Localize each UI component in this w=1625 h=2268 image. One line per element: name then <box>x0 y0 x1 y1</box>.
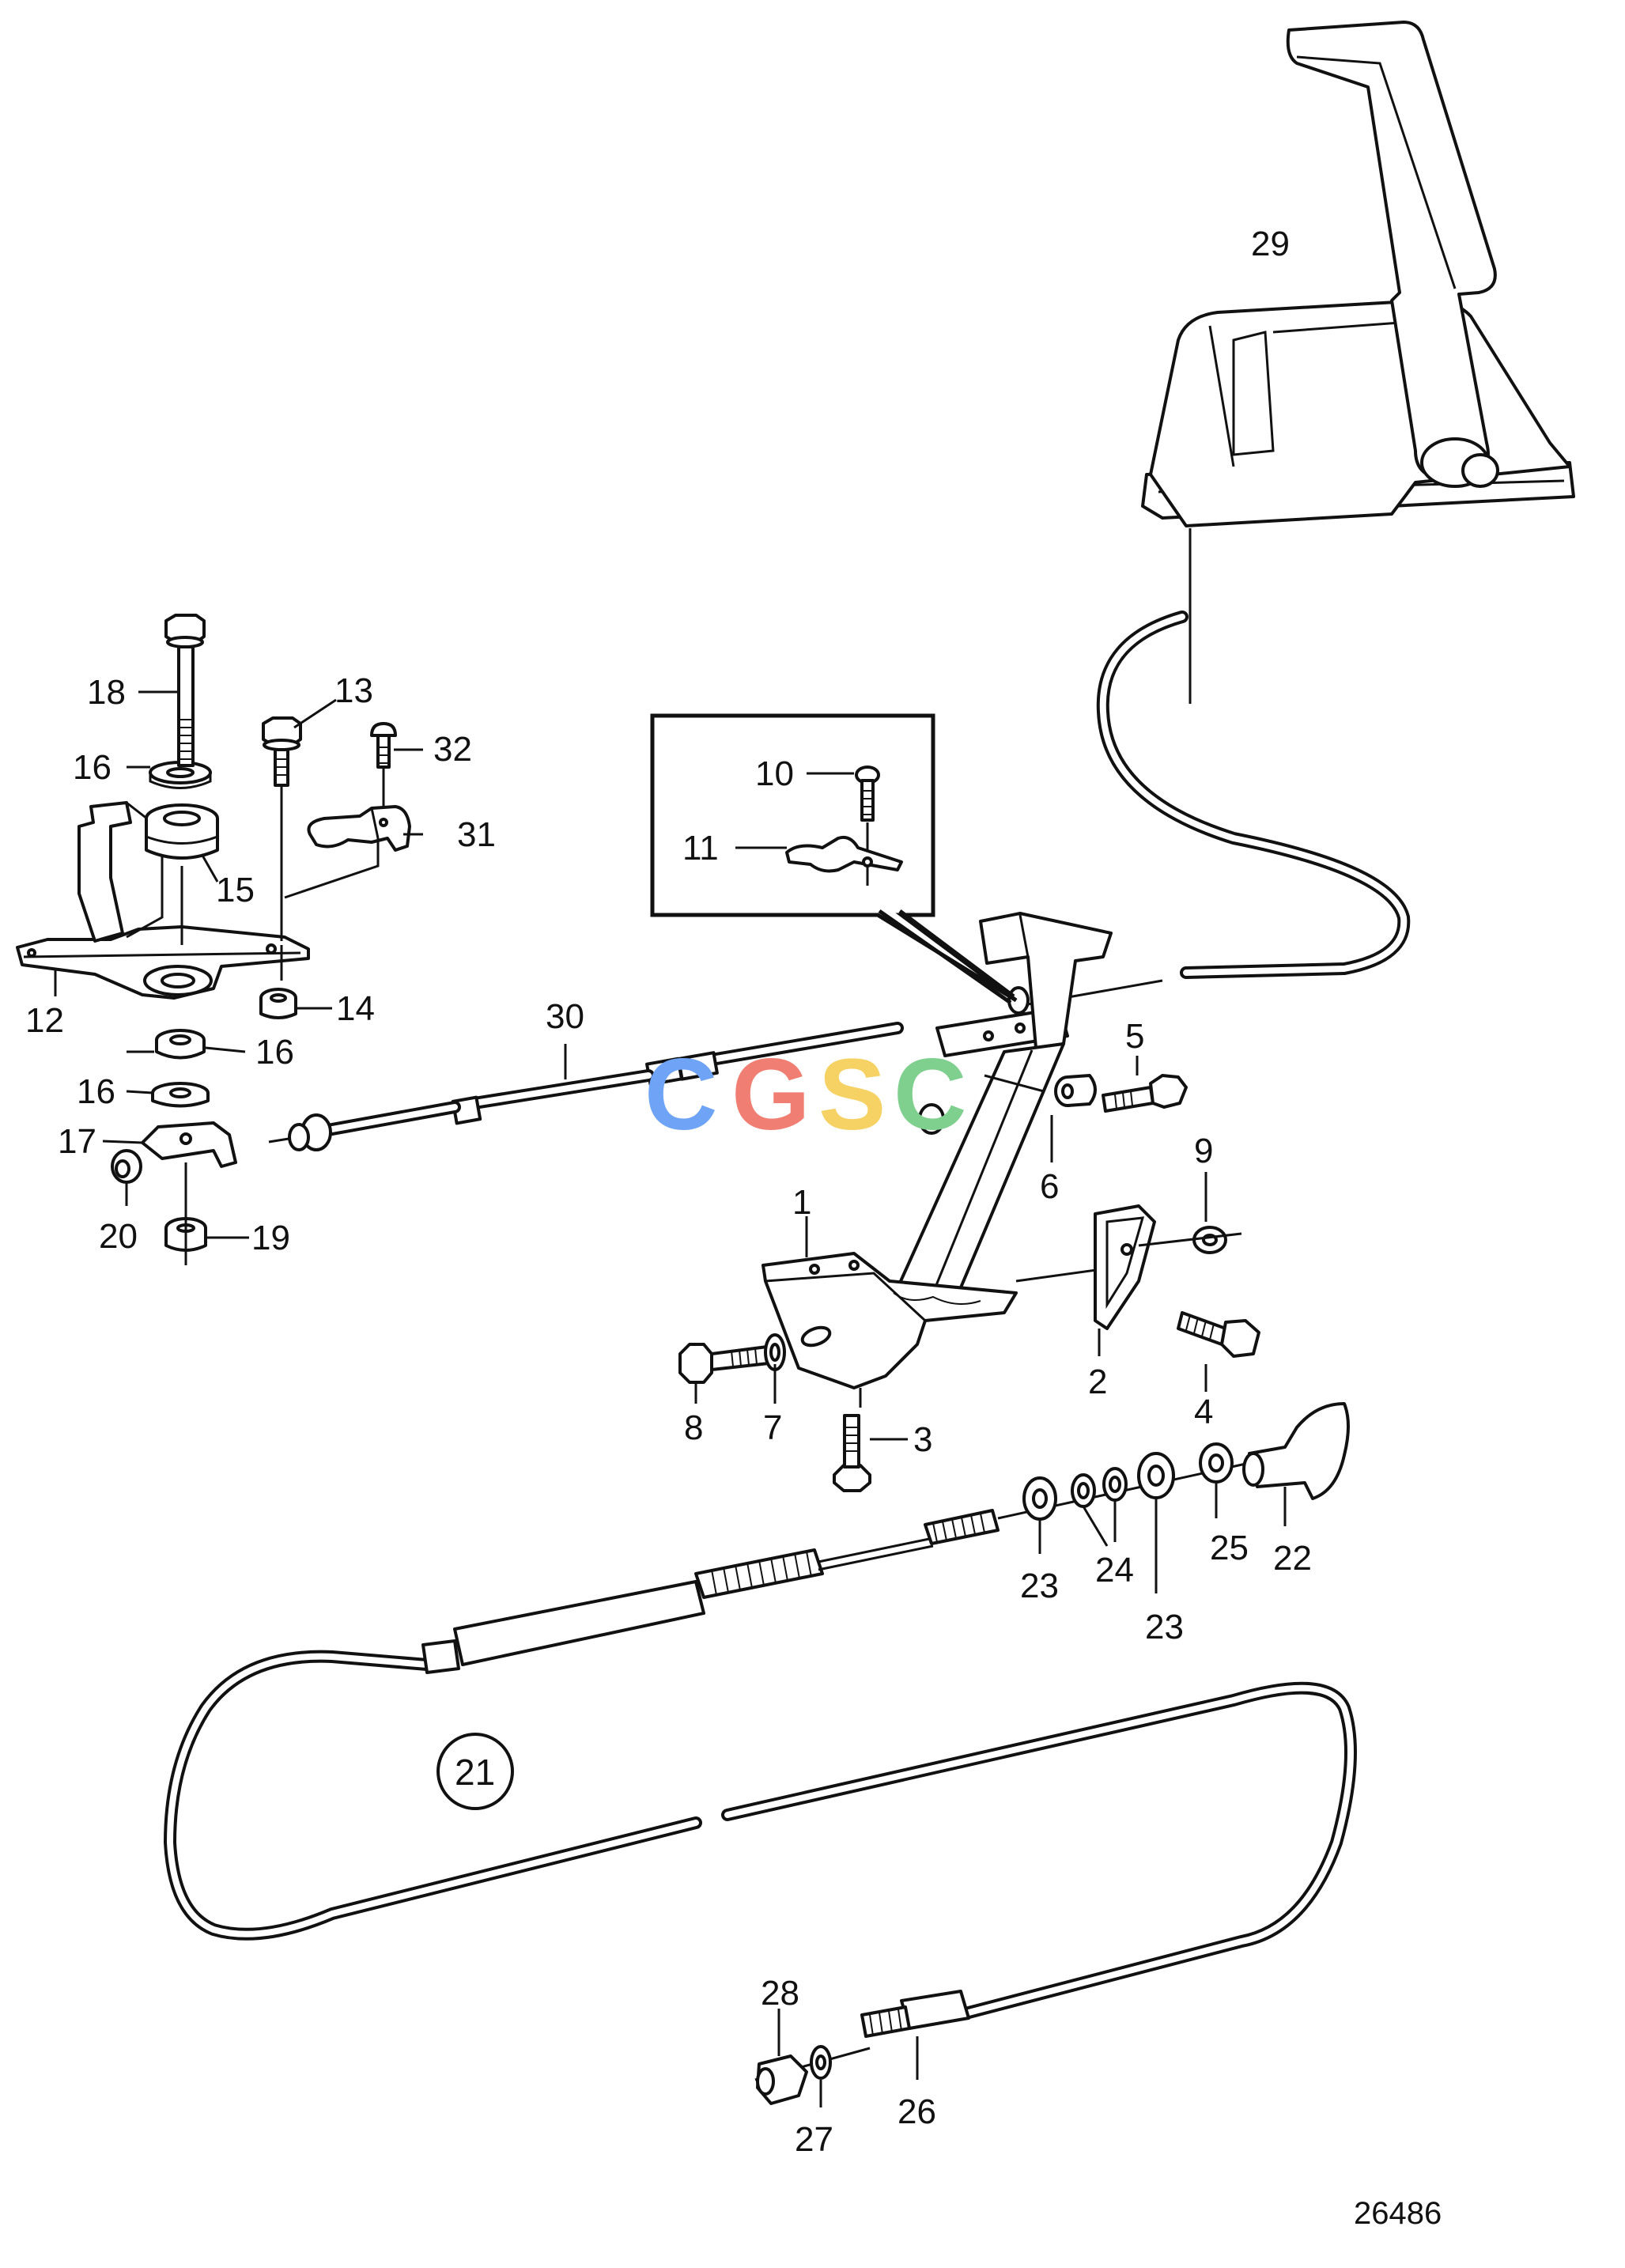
label-23-left: 23 <box>1020 1567 1059 1605</box>
label-7: 7 <box>763 1408 782 1447</box>
document-number: 26486 <box>1354 2196 1442 2231</box>
label-3: 3 <box>913 1420 932 1459</box>
watermark-letter-4: C <box>894 1038 966 1151</box>
label-16-mid: 16 <box>255 1033 294 1072</box>
label-19: 19 <box>251 1219 290 1257</box>
bracket-fasteners <box>678 1074 1260 1492</box>
bottom-fittings <box>754 2045 871 2105</box>
label-8: 8 <box>684 1408 703 1447</box>
label-31: 31 <box>457 815 496 854</box>
label-9: 9 <box>1194 1132 1213 1170</box>
label-23-right: 23 <box>1145 1608 1184 1646</box>
label-6: 6 <box>1040 1167 1059 1206</box>
cable-21 <box>164 1509 1357 2038</box>
label-27: 27 <box>795 2120 833 2159</box>
control-lever-29 <box>1141 21 1575 704</box>
label-4: 4 <box>1194 1393 1213 1431</box>
label-1: 1 <box>792 1183 811 1222</box>
label-11: 11 <box>682 829 719 868</box>
label-13: 13 <box>334 671 373 710</box>
watermark-letter-1: C <box>644 1038 717 1151</box>
watermark: C G S C <box>644 1038 966 1151</box>
label-29: 29 <box>1251 225 1290 263</box>
label-10: 10 <box>755 754 794 793</box>
label-24: 24 <box>1095 1551 1134 1589</box>
part-labels: 1 2 3 4 5 6 7 8 9 10 11 12 13 14 15 16 1… <box>25 225 1312 2159</box>
label-18: 18 <box>87 673 126 712</box>
end-fittings <box>997 1402 1350 1521</box>
control-cable-30 <box>268 610 1411 1151</box>
label-15: 15 <box>216 871 255 909</box>
detail-inset <box>650 713 1018 1005</box>
watermark-letter-2: G <box>731 1038 811 1151</box>
label-32: 32 <box>433 730 472 769</box>
label-28: 28 <box>761 1974 799 2013</box>
label-26: 26 <box>898 2092 936 2131</box>
label-5: 5 <box>1125 1017 1144 1056</box>
left-assembly <box>16 614 411 1265</box>
leader-lines <box>54 690 1287 2107</box>
label-16-top: 16 <box>73 748 111 787</box>
bracket-1 <box>761 912 1132 1408</box>
label-14: 14 <box>336 989 375 1028</box>
label-30: 30 <box>546 997 584 1036</box>
label-16-low: 16 <box>77 1072 115 1111</box>
label-12: 12 <box>25 1001 64 1040</box>
label-22: 22 <box>1273 1539 1312 1578</box>
label-25: 25 <box>1210 1529 1249 1567</box>
label-2: 2 <box>1088 1363 1107 1401</box>
label-21: 21 <box>455 1752 495 1793</box>
label-20: 20 <box>99 1217 138 1256</box>
label-17: 17 <box>58 1122 96 1161</box>
watermark-letter-3: S <box>818 1038 886 1151</box>
